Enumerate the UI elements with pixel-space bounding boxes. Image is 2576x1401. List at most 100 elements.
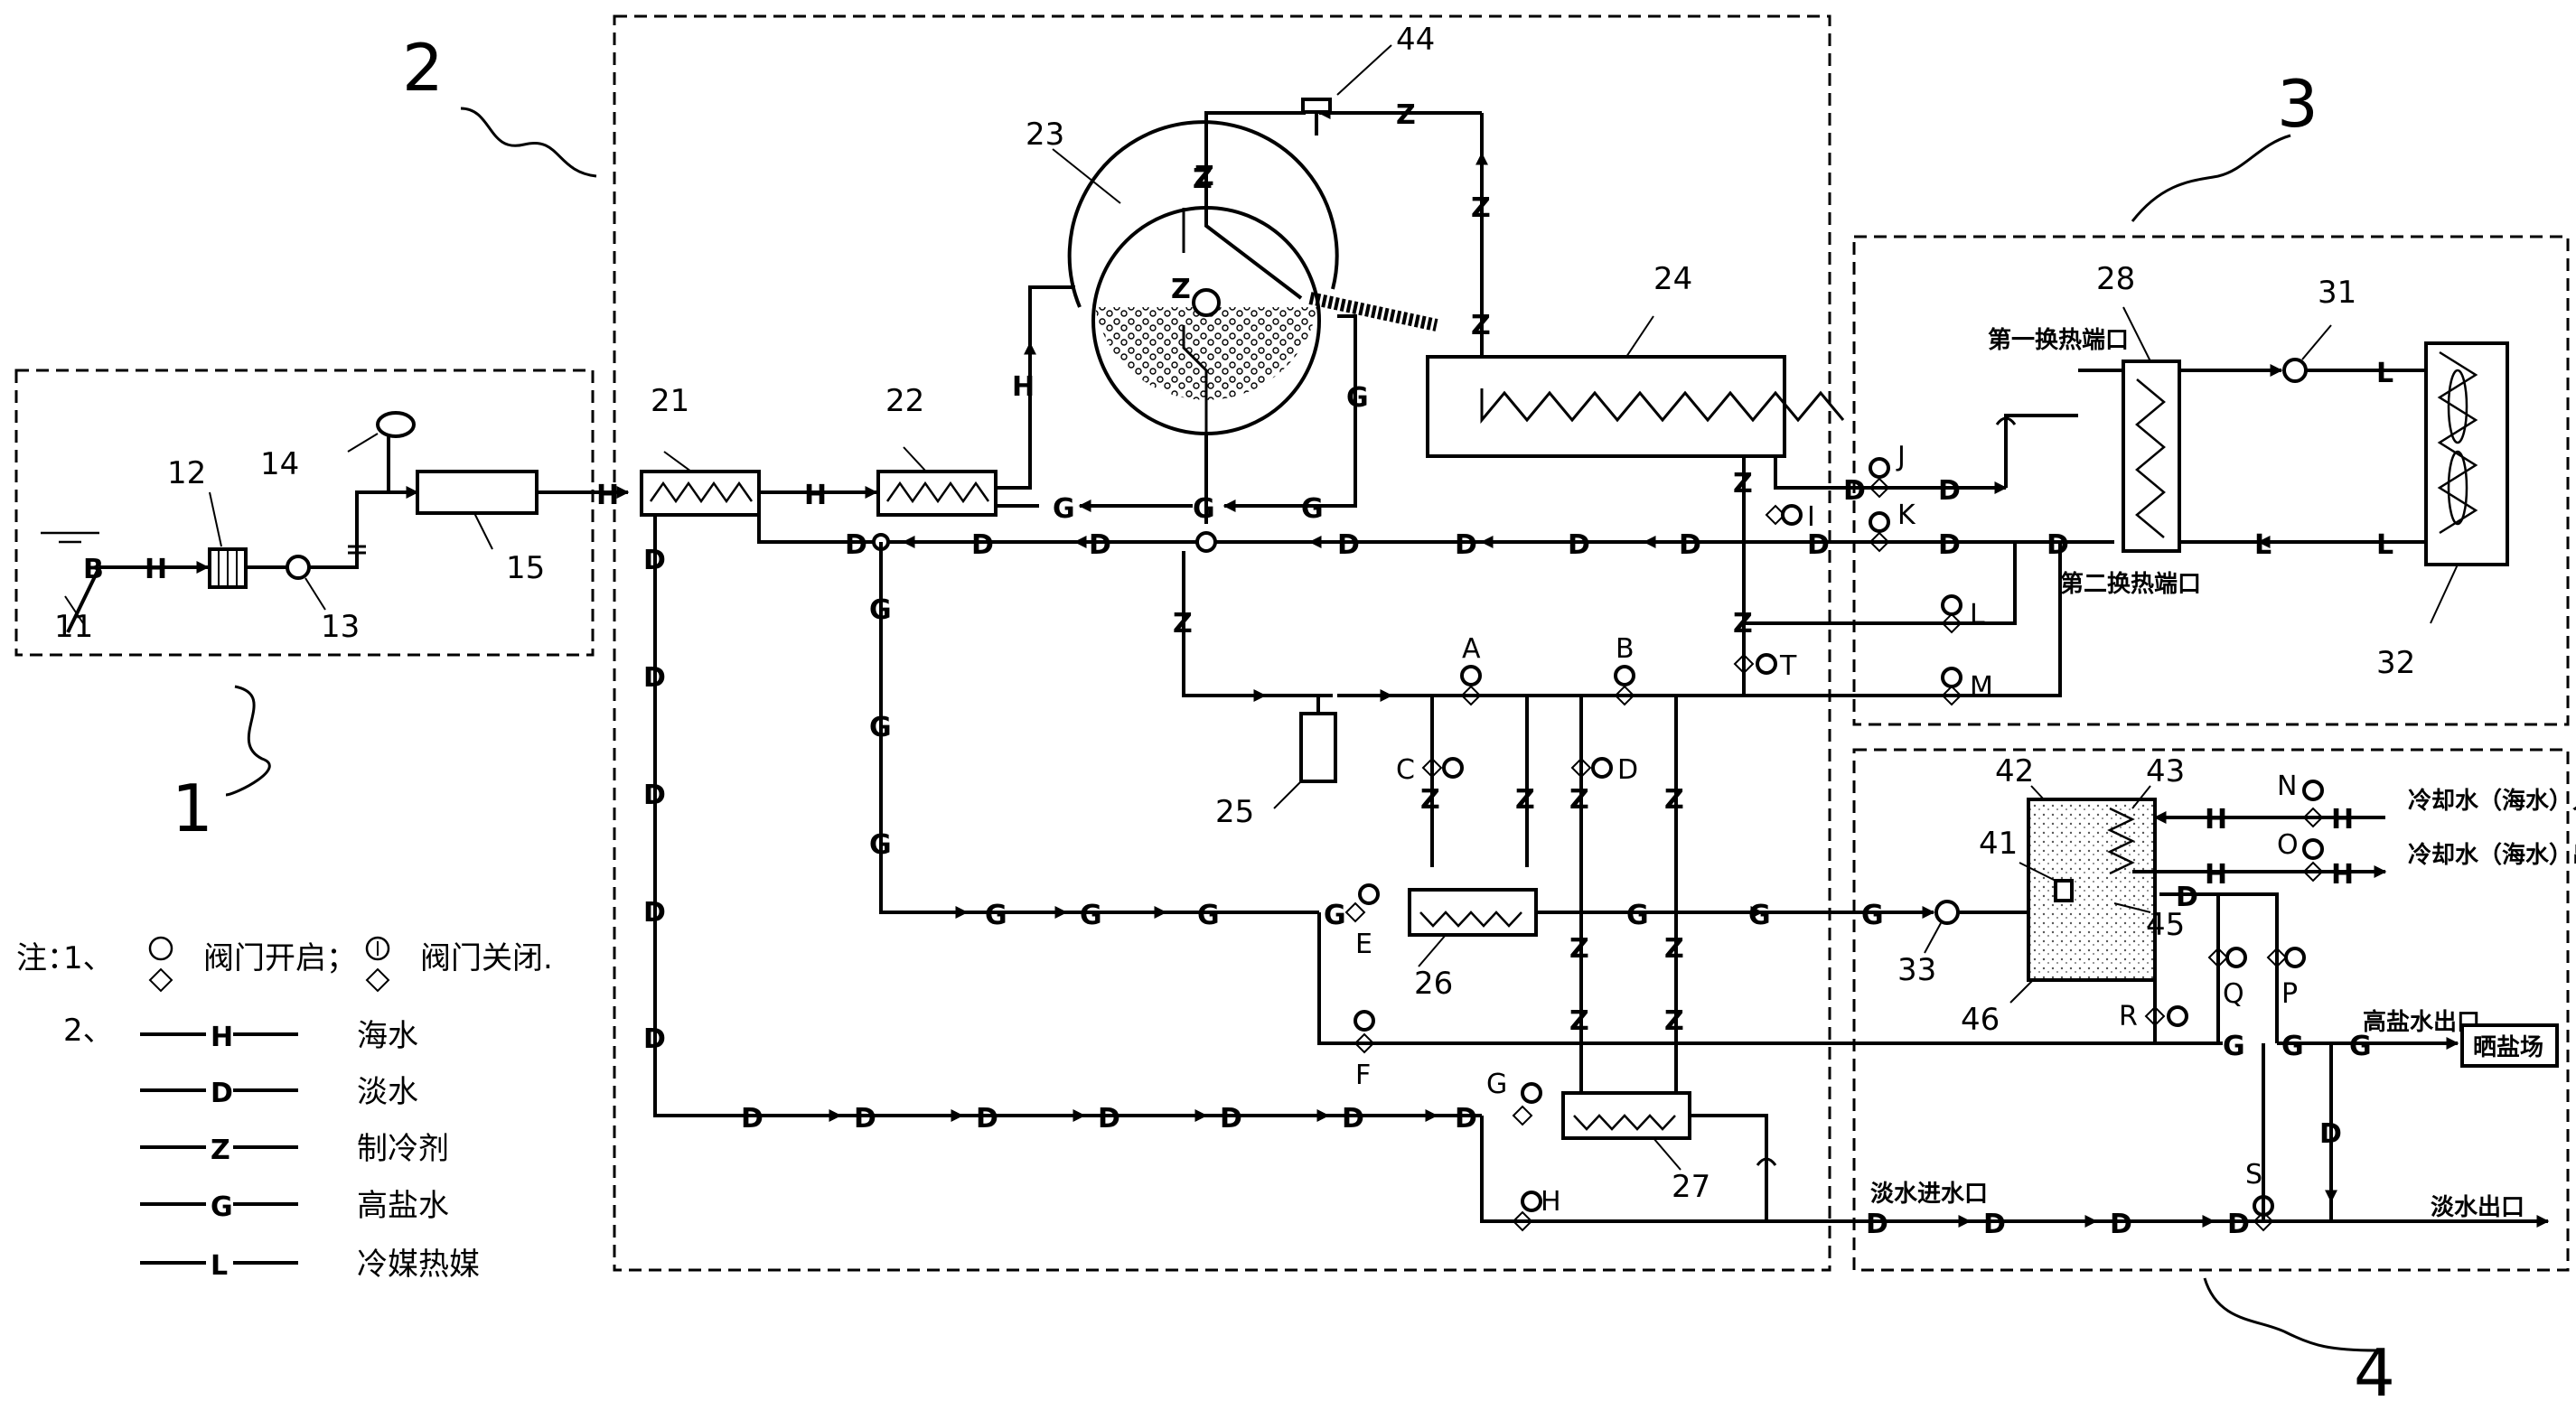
valve-I[interactable]: I <box>1765 501 1815 533</box>
legend-valve-open-icon <box>148 936 173 993</box>
zone-1-boundary <box>14 369 595 657</box>
valve-A[interactable]: A <box>1460 633 1482 706</box>
svg-text:41: 41 <box>1979 826 2018 862</box>
svg-text:A: A <box>1462 633 1481 665</box>
svg-text:G: G <box>869 829 892 861</box>
svg-text:26: 26 <box>1414 966 1453 1002</box>
valve-E[interactable]: E <box>1344 883 1380 960</box>
svg-text:25: 25 <box>1215 794 1254 830</box>
svg-text:J: J <box>1896 441 1906 472</box>
svg-text:G: G <box>1324 900 1346 931</box>
legend-row-seawater: H 海水 <box>140 1016 418 1054</box>
svg-text:D: D <box>1455 529 1477 561</box>
svg-text:G: G <box>1080 900 1102 931</box>
svg-text:C: C <box>1396 754 1415 786</box>
svg-text:11: 11 <box>54 609 93 645</box>
svg-text:1: 1 <box>172 771 213 846</box>
refrigerant-top-loop: 44 Z Z Z Z <box>1194 22 1491 388</box>
svg-text:冷却水（海水）出口: 冷却水（海水）出口 <box>2408 841 2576 869</box>
svg-text:33: 33 <box>1897 952 1936 988</box>
svg-text:T: T <box>1779 650 1797 682</box>
svg-text:Z: Z <box>1471 310 1491 341</box>
svg-text:Z: Z <box>1569 1005 1589 1037</box>
svg-text:G: G <box>1346 382 1369 414</box>
valve-R[interactable]: R <box>2119 1001 2188 1032</box>
svg-text:H: H <box>804 480 827 511</box>
svg-text:L: L <box>2376 358 2393 389</box>
valve-G[interactable]: G <box>1486 1069 1542 1126</box>
svg-text:海水: 海水 <box>357 1018 418 1054</box>
svg-text:D: D <box>2047 529 2069 561</box>
svg-text:B: B <box>83 554 104 585</box>
component-41-pump[interactable] <box>1934 900 1960 925</box>
component-25-receiver <box>1299 712 1337 783</box>
zone-1-intake: B H 11 12 13 14 15 <box>41 411 630 645</box>
svg-text:制冷剂: 制冷剂 <box>357 1131 449 1167</box>
valve-P[interactable]: P <box>2266 947 2306 1010</box>
valve-C[interactable]: C <box>1396 754 1464 786</box>
svg-text:D: D <box>643 545 666 576</box>
svg-text:D: D <box>1098 1103 1120 1135</box>
svg-text:24: 24 <box>1653 261 1692 297</box>
component-33-fan-coil: 32 <box>2376 341 2509 681</box>
svg-text:14: 14 <box>260 446 299 482</box>
valve-L[interactable]: L <box>1941 594 1985 634</box>
zone-3-boundary <box>1852 235 2570 726</box>
svg-text:冷却水（海水）入口: 冷却水（海水）入口 <box>2408 787 2576 815</box>
svg-text:D: D <box>1807 529 1830 561</box>
valve-S[interactable]: S <box>2245 1159 2274 1232</box>
svg-text:D: D <box>2176 882 2198 913</box>
svg-text:第一换热端口: 第一换热端口 <box>1988 326 2129 354</box>
svg-text:Z: Z <box>211 1135 230 1166</box>
svg-text:2: 2 <box>402 30 444 106</box>
valve-J[interactable]: J <box>1869 441 1906 499</box>
intake-line <box>66 566 101 633</box>
svg-text:I: I <box>1807 501 1815 533</box>
svg-text:淡水出口: 淡水出口 <box>2431 1194 2524 1221</box>
svg-text:Z: Z <box>1396 99 1416 131</box>
svg-text:G: G <box>1861 900 1884 931</box>
svg-text:S: S <box>2245 1159 2262 1191</box>
zone-label-2: 2 <box>402 30 597 178</box>
valve-Q[interactable]: Q <box>2207 947 2247 1010</box>
svg-text:D: D <box>643 662 666 694</box>
valve-B[interactable]: B <box>1614 633 1635 706</box>
component-13-pump <box>286 555 311 580</box>
component-31-heat-exchanger: 28 <box>2096 261 2181 553</box>
svg-text:13: 13 <box>321 609 360 645</box>
component-43-tank: 42 <box>1995 753 2157 982</box>
svg-text:Z: Z <box>1194 161 1214 192</box>
component-32-pump[interactable] <box>2282 358 2308 383</box>
valve-T[interactable]: T <box>1733 650 1797 682</box>
svg-text:28: 28 <box>2096 261 2135 297</box>
svg-text:D: D <box>643 780 666 811</box>
svg-text:D: D <box>643 1023 666 1055</box>
valve-O[interactable]: O <box>2277 829 2324 883</box>
svg-text:N: N <box>2277 771 2297 802</box>
valve-D[interactable]: D <box>1570 754 1638 786</box>
svg-text:G: G <box>985 900 1007 931</box>
svg-text:D: D <box>211 1078 233 1109</box>
svg-text:H: H <box>596 480 619 511</box>
valve-K[interactable]: K <box>1869 500 1916 553</box>
svg-text:G: G <box>1486 1069 1507 1100</box>
svg-text:H: H <box>145 554 167 585</box>
svg-text:Z: Z <box>1664 933 1684 965</box>
valve-H[interactable]: H <box>1512 1186 1561 1232</box>
svg-text:D: D <box>854 1103 876 1135</box>
svg-text:O: O <box>2277 829 2299 861</box>
valve-F[interactable]: F <box>1354 1010 1375 1091</box>
valve-M[interactable]: M <box>1941 667 1993 706</box>
legend: 注： 1、 阀门开启； 阀门关闭. 2、 H 海水 D 淡水 <box>16 936 553 1283</box>
svg-text:27: 27 <box>1672 1169 1710 1205</box>
legend-valve-closed-icon <box>365 936 390 993</box>
svg-text:31: 31 <box>2318 275 2356 311</box>
valve-N[interactable]: N <box>2277 771 2324 828</box>
component-24-condenser: 24 <box>1426 261 1845 458</box>
svg-text:Z: Z <box>1733 468 1753 500</box>
svg-text:D: D <box>976 1103 998 1135</box>
svg-text:G: G <box>2349 1031 2372 1062</box>
zone-label-1: 1 <box>172 685 271 846</box>
svg-text:H: H <box>2331 804 2354 836</box>
svg-text:G: G <box>1301 493 1324 525</box>
